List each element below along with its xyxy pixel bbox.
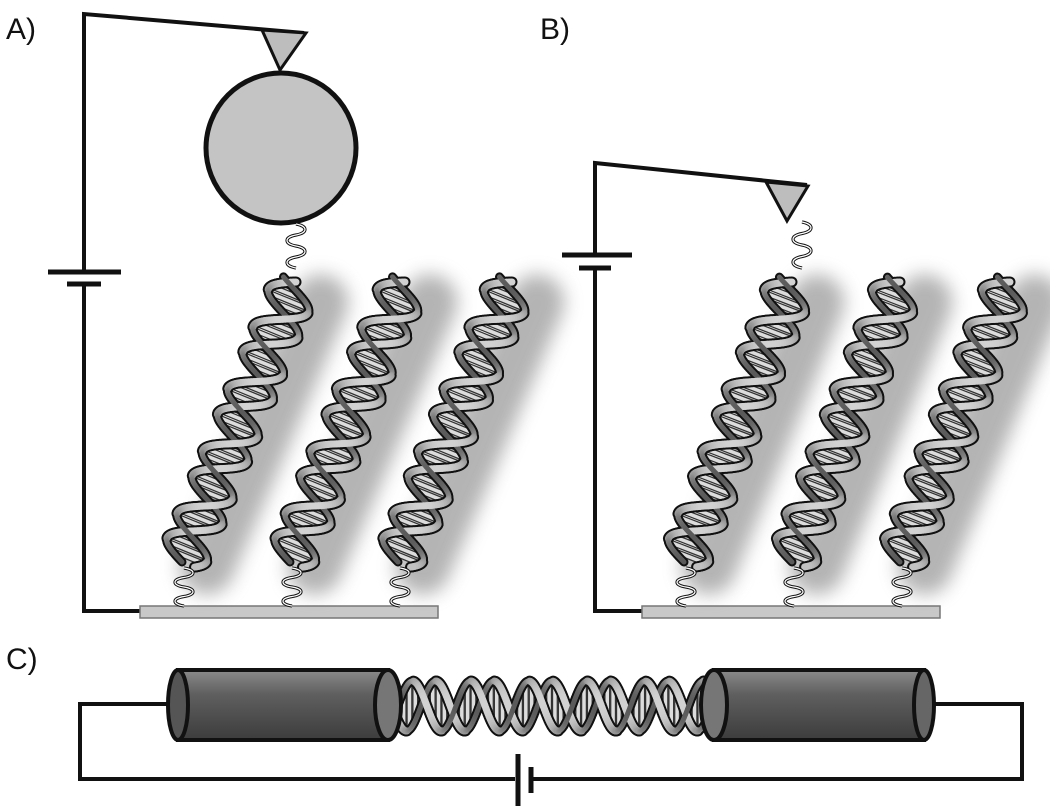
panel-c: C) — [6, 643, 1024, 806]
panel-a-dna-helix-1 — [161, 272, 349, 595]
panel-b: B) — [540, 13, 1050, 619]
panel-b-bottom-linker-2 — [783, 566, 805, 608]
panel-b-bottom-linker-3 — [891, 566, 913, 608]
panel-b-bottom-linker-1 — [675, 566, 697, 608]
panel-c-left-electrode — [166, 668, 403, 742]
panel-b-circuit-wire-lower — [593, 270, 644, 613]
panel-b-label: B) — [540, 13, 570, 46]
panel-c-dna-helix — [386, 675, 732, 766]
panel-b-top-linker-squiggle — [791, 220, 813, 270]
panel-b-dna-helix-3 — [879, 272, 1050, 595]
panel-a-bottom-linker-3 — [389, 566, 411, 608]
panel-a-bottom-linker-2 — [281, 566, 303, 608]
panel-a-dna-helix-3 — [377, 272, 565, 595]
panel-b-dna-helix-2 — [770, 272, 953, 595]
panel-a: A) — [6, 11, 565, 619]
panel-c-label: C) — [6, 643, 38, 676]
panel-a-top-linker — [285, 222, 307, 270]
panel-b-substrate — [641, 605, 941, 619]
panel-b-probe-tip — [763, 180, 811, 225]
panel-c-right-electrode — [699, 668, 936, 742]
panel-b-top-linker — [791, 220, 813, 270]
panel-a-circuit-wire-lower — [82, 286, 142, 613]
panel-a-bottom-linker-1 — [173, 566, 195, 608]
panel-a-label: A) — [6, 13, 36, 46]
panel-a-probe-tip — [259, 28, 309, 74]
panel-a-gold-nanoparticle — [203, 70, 359, 226]
panel-a-dna-helix-2 — [269, 272, 458, 595]
panel-a-substrate — [139, 605, 439, 619]
panel-b-circuit-wire — [593, 160, 808, 254]
panel-c-circuit-wire-right — [532, 702, 1024, 781]
panel-a-dna-helices — [161, 272, 565, 608]
panel-c-dna-helix-strands — [386, 675, 732, 766]
panel-b-dna-helix-1 — [662, 272, 845, 595]
panel-b-dna-helices — [662, 272, 1050, 608]
panel-a-circuit-wire — [82, 11, 305, 270]
panel-a-top-linker-squiggle — [285, 222, 307, 270]
panel-c-circuit-wire-left — [78, 702, 515, 781]
